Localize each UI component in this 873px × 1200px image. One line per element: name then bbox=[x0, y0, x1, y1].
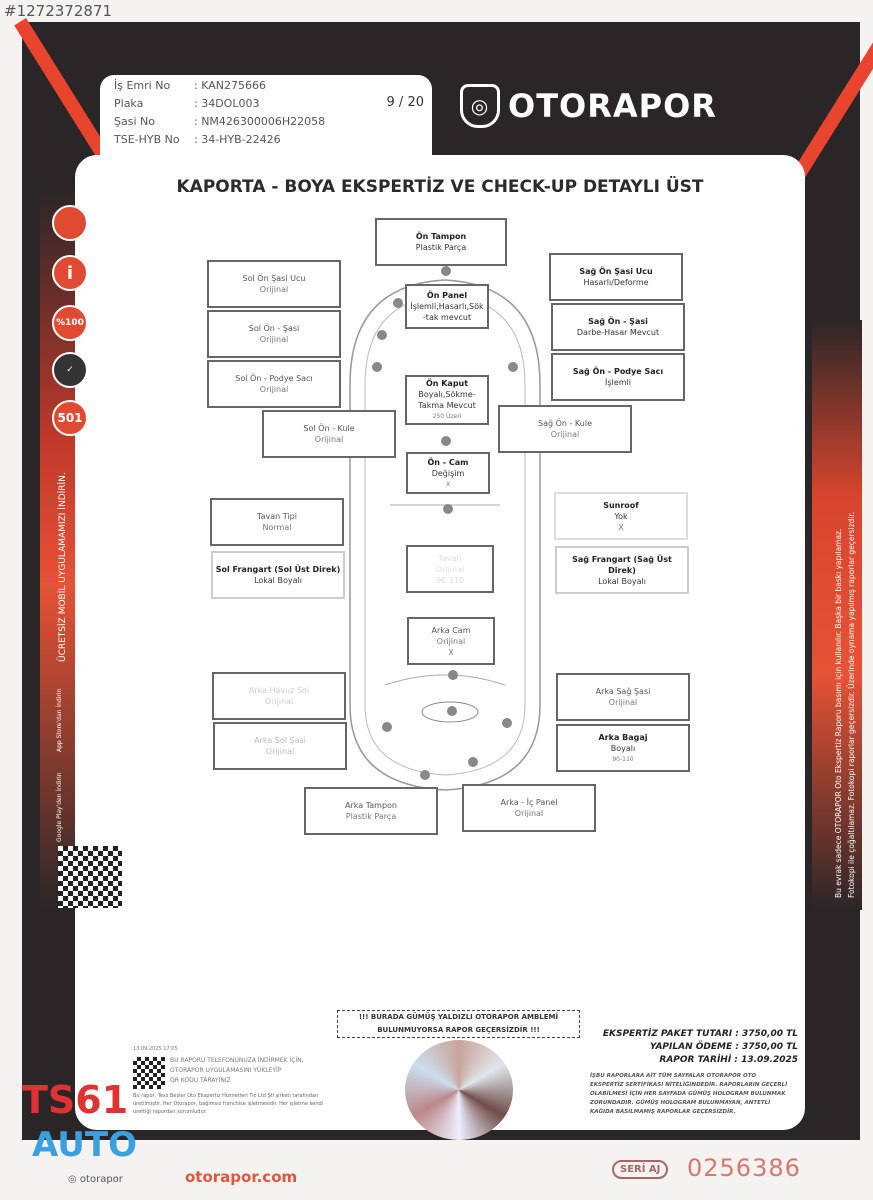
qr-instructions: BU RAPORU TELEFONUNUZA İNDİRMEK İÇİN, OT… bbox=[170, 1056, 304, 1086]
footer-qr-code[interactable] bbox=[133, 1057, 165, 1089]
disclaimer: Bu rapor, Tess Beşler Oto Ekspertiz Hizm… bbox=[133, 1093, 324, 1115]
right-sidebar-text-2: Fotokopi ile çoğaltılamaz. Fotokopi rapo… bbox=[847, 511, 856, 898]
fee-label: RAPOR TARİHİ : bbox=[659, 1055, 738, 1065]
field-label: TSE-HYB No bbox=[114, 133, 180, 146]
watermark-ts61: TS61 bbox=[22, 1078, 129, 1122]
qr-instruction-line: OTORAPOR UYGULAMASINI YÜKLEYİP bbox=[170, 1067, 282, 1074]
car-outline bbox=[349, 279, 541, 791]
marker-dot bbox=[382, 722, 392, 732]
image-id-label: #1272372871 bbox=[4, 2, 113, 20]
vehicle-info: İş Emri No : KAN275666 Plaka : 34DOL003 Şa… bbox=[100, 75, 432, 161]
website-link[interactable]: otorapor.com bbox=[185, 1168, 298, 1186]
fees: EKSPERTİZ PAKET TUTARI : 3750,00 TL YAPI… bbox=[583, 1028, 798, 1067]
watermark-auto: AUTO bbox=[32, 1125, 137, 1165]
validity-note: İŞBU RAPORLARA AİT TÜM SAYFALAR OTORAPOR… bbox=[590, 1073, 788, 1115]
part-sol-frangart: Sol Frangart (Sol Üst Direk)Lokal Boyalı bbox=[211, 551, 345, 599]
right-sidebar-text-1: Bu evrak sadece OTORAPOR Oto Ekspertiz R… bbox=[834, 528, 843, 898]
marker-dot bbox=[377, 330, 387, 340]
marker-dot bbox=[441, 436, 451, 446]
field-label: Plaka bbox=[114, 97, 144, 110]
serial-number: 0256386 bbox=[687, 1154, 801, 1182]
payment: 3750,00 TL bbox=[742, 1042, 798, 1052]
501-badge: 501 bbox=[52, 400, 88, 436]
marker-dot bbox=[441, 266, 451, 276]
percent-badge: %100 bbox=[52, 305, 88, 341]
app-download-text: ÜCRETSİZ MOBİL UYGULAMAMIZI İNDİRİN. bbox=[58, 472, 68, 662]
social-handle-label: otorapor bbox=[79, 1174, 123, 1185]
qr-instruction-line: BU RAPORU TELEFONUNUZA İNDİRMEK İÇİN, bbox=[170, 1057, 304, 1064]
tse-hyb-no: : 34-HYB-22426 bbox=[194, 133, 281, 146]
report-date: 13.09.2025 bbox=[741, 1055, 798, 1065]
marker-dot bbox=[447, 706, 457, 716]
certificate-badge bbox=[52, 205, 88, 241]
page-number: 9 / 20 bbox=[386, 95, 424, 110]
part-sag-frangart: Sağ Frangart (Sağ Üst Direk)Lokal Boyalı bbox=[555, 546, 689, 594]
marker-dot bbox=[502, 718, 512, 728]
marker-dot bbox=[372, 362, 382, 372]
app-store-button[interactable]: App Store'dan İndirin bbox=[56, 688, 63, 752]
marker-dot bbox=[468, 757, 478, 767]
package-fee: 3750,00 TL bbox=[742, 1029, 798, 1039]
google-play-button[interactable]: Google Play'den İndirin bbox=[56, 772, 63, 842]
fee-label: YAPILAN ÖDEME : bbox=[649, 1042, 739, 1052]
instagram-icon: ◎ bbox=[68, 1174, 77, 1185]
qr-instruction-line: QR KODU TARAYINIZ bbox=[170, 1077, 231, 1084]
check-badge: ✓ bbox=[52, 352, 88, 388]
otorapor-logo: ◎ OTORAPOR bbox=[460, 84, 717, 128]
shield-icon: ◎ bbox=[460, 84, 500, 128]
right-sidebar bbox=[812, 320, 862, 910]
marker-dot bbox=[420, 770, 430, 780]
info-badge: i bbox=[52, 255, 88, 291]
marker-dot bbox=[443, 504, 453, 514]
fee-label: EKSPERTİZ PAKET TUTARI : bbox=[602, 1029, 739, 1039]
qr-code[interactable] bbox=[58, 846, 122, 908]
field-label: Şasi No bbox=[114, 115, 155, 128]
hologram-seal bbox=[405, 1040, 513, 1140]
chassis-no: : NM426300006H22058 bbox=[194, 115, 326, 128]
social-handle[interactable]: ◎ otorapor bbox=[68, 1174, 123, 1185]
page-title: KAPORTA - BOYA EKSPERTİZ VE CHECK-UP DET… bbox=[176, 177, 704, 197]
marker-dot bbox=[393, 298, 403, 308]
timestamp: 13.09.2025 17:05 bbox=[133, 1046, 178, 1052]
brand-name: OTORAPOR bbox=[508, 87, 717, 125]
marker-dot bbox=[448, 670, 458, 680]
field-label: İş Emri No bbox=[114, 79, 171, 92]
plate: : 34DOL003 bbox=[194, 97, 260, 110]
series-label: SERİ AJ bbox=[612, 1160, 669, 1179]
hologram-warning: !!! BURADA GÜMÜŞ YALDIZLI OTORAPOR AMBLE… bbox=[337, 1010, 580, 1038]
work-order-no: : KAN275666 bbox=[194, 79, 266, 92]
marker-dot bbox=[508, 362, 518, 372]
